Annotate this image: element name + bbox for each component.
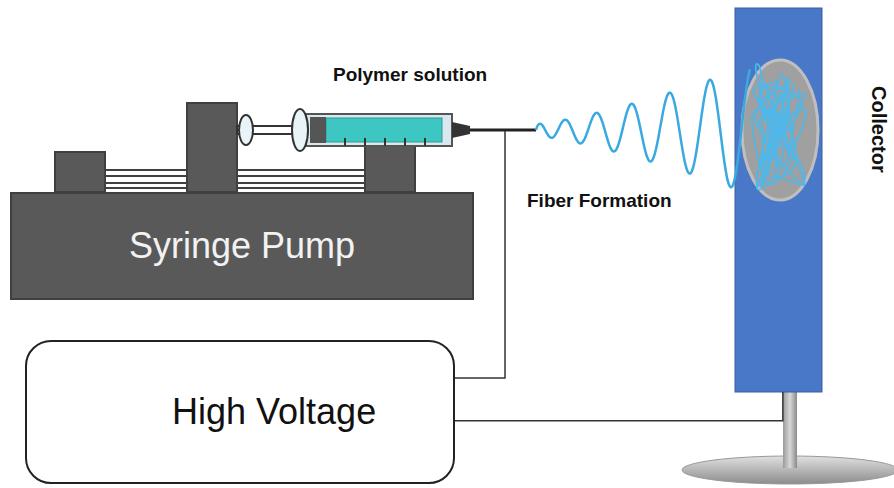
voltage-source-box: High Voltage — [25, 340, 455, 484]
fiber-label: Fiber Formation — [527, 190, 672, 212]
fiber-jet-path — [536, 69, 750, 187]
fiber-jet — [536, 64, 806, 190]
fiber-mat — [752, 64, 806, 190]
collector-assembly — [682, 8, 894, 484]
syringe-label: Polymer solution — [333, 64, 487, 86]
pump-base: Syringe Pump — [10, 192, 474, 300]
syringe — [237, 109, 536, 151]
collector-plate: Collector — [735, 8, 822, 392]
collector-label: Collector — [867, 86, 890, 173]
box-label: Syringe Pump — [129, 225, 355, 267]
box-label: High Voltage — [172, 391, 376, 433]
ground-wire — [455, 392, 783, 421]
